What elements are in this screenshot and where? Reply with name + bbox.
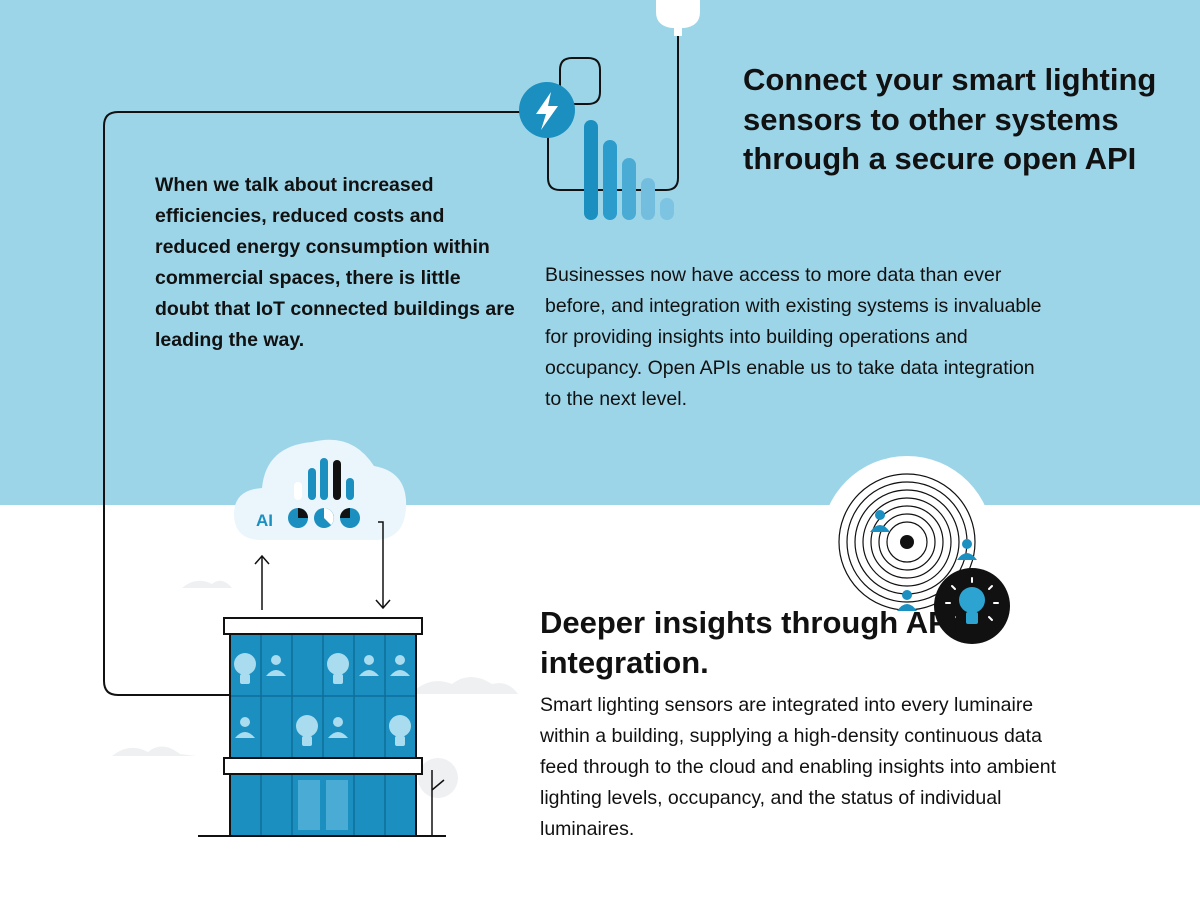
lightbulb-icon [234,653,411,746]
cloud-icon: AI [234,439,407,540]
lightning-loop [559,57,601,105]
background-clouds [112,580,518,798]
building [198,617,446,837]
arrow-down-hook [378,521,384,548]
plug-icon [656,0,700,36]
signal-bars [584,120,674,220]
intro-text: When we talk about increased efficiencie… [155,174,515,351]
section2-heading: Deeper insights through API integration. [540,605,958,680]
radar-lightbulb-badge [934,568,1010,644]
cloud-ai-label: AI [256,511,273,530]
arrow-down-icon [375,548,391,610]
person-icon [235,655,410,738]
section1-heading: Connect your smart lighting sensors to o… [743,62,1157,176]
section2-body: Smart lighting sensors are integrated in… [540,694,1057,840]
connection-line [103,111,520,696]
section1-body: Businesses now have access to more data … [545,264,1042,410]
tree-icon [431,770,445,836]
arrow-up-icon [254,554,270,610]
lightning-icon [519,82,575,138]
